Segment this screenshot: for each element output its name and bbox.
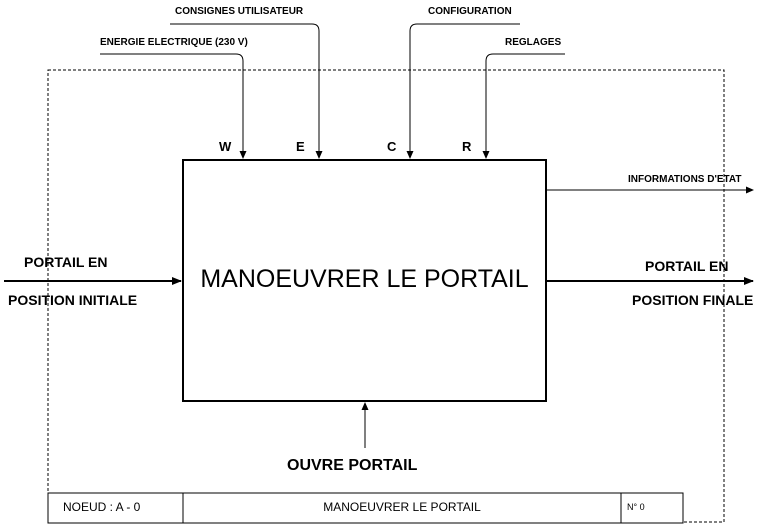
mechanism-label: OUVRE PORTAIL: [287, 457, 418, 474]
output-label-line1: PORTAIL EN: [645, 258, 729, 274]
arrow-reglages: [482, 53, 565, 159]
cartouche-frame: [47, 492, 684, 524]
letter-r: R: [462, 139, 472, 154]
input-label-line2: POSITION INITIALE: [8, 292, 138, 308]
input-label-line1: PORTAIL EN: [24, 254, 108, 270]
label-consignes: CONSIGNES UTILISATEUR: [175, 6, 304, 17]
arrow-energie: [100, 53, 247, 159]
function-label: MANOEUVRER LE PORTAIL: [200, 265, 529, 293]
label-energie: ENERGIE ELECTRIQUE (230 V): [100, 37, 248, 48]
cartouche-numero: N° 0: [627, 502, 645, 512]
label-configuration: CONFIGURATION: [428, 6, 512, 17]
letter-e: E: [296, 139, 305, 154]
arrow-configuration: [406, 23, 520, 159]
cartouche-titre: MANOEUVRER LE PORTAIL: [323, 500, 481, 514]
output-label-line2: POSITION FINALE: [632, 292, 754, 308]
cartouche-noeud: NOEUD : A - 0: [63, 500, 141, 514]
label-reglages: REGLAGES: [505, 37, 562, 48]
label-informations: INFORMATIONS D'ETAT: [628, 174, 742, 185]
function-box: [182, 159, 547, 402]
arrow-consignes: [170, 23, 323, 159]
letter-w: W: [219, 139, 232, 154]
letter-c: C: [387, 139, 397, 154]
